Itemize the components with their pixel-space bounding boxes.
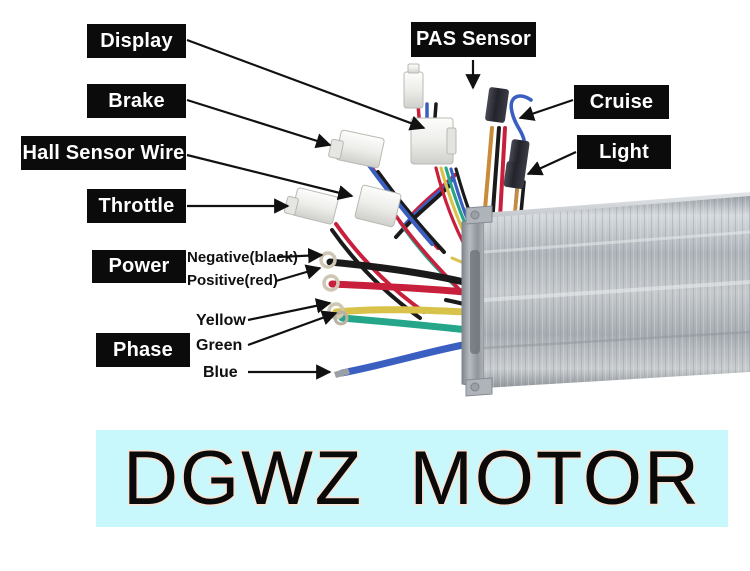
label-phase-text: Phase: [113, 338, 173, 361]
label-cruise-text: Cruise: [589, 90, 654, 113]
arrow-positive: [275, 264, 322, 283]
arrow-yellow: [247, 298, 332, 322]
arrow-green: [247, 310, 338, 347]
label-phase: Phase: [97, 334, 189, 366]
brand-banner: DGWZ MOTOR: [96, 430, 728, 527]
label-power: Power: [93, 251, 185, 282]
sublabel-yellow: Yellow: [196, 312, 246, 330]
label-pas-sensor: PAS Sensor: [412, 23, 535, 56]
arrow-display: [186, 38, 426, 131]
arrow-brake: [186, 98, 332, 149]
sublabel-blue-text: Blue: [203, 364, 238, 381]
label-hall-sensor-wire: Hall Sensor Wire: [22, 137, 185, 169]
label-brake: Brake: [88, 85, 185, 117]
label-light: Light: [578, 136, 670, 168]
label-throttle-text: Throttle: [98, 194, 175, 217]
label-cruise: Cruise: [575, 86, 668, 118]
label-display: Display: [88, 25, 185, 57]
sublabel-yellow-text: Yellow: [196, 312, 246, 329]
label-light-text: Light: [599, 140, 649, 163]
arrow-negative: [277, 247, 324, 264]
sublabel-positive-text: Positive(red): [187, 272, 278, 289]
sublabel-green: Green: [196, 337, 242, 355]
arrow-hall-sensor-wire: [186, 153, 354, 201]
label-hall-sensor-wire-text: Hall Sensor Wire: [22, 141, 185, 164]
label-display-text: Display: [100, 29, 173, 52]
sublabel-green-text: Green: [196, 337, 243, 354]
label-pas-sensor-text: PAS Sensor: [416, 28, 531, 50]
arrow-cruise: [518, 98, 574, 121]
sublabel-positive-red: Positive(red): [187, 272, 278, 289]
label-power-text: Power: [108, 255, 170, 277]
sublabel-negative-text: Negative(black): [187, 249, 298, 266]
arrow-light: [526, 151, 577, 176]
label-brake-text: Brake: [108, 89, 165, 112]
sublabel-blue: Blue: [203, 364, 238, 382]
brand-banner-text: DGWZ MOTOR: [122, 435, 701, 521]
label-throttle: Throttle: [88, 190, 185, 222]
sublabel-negative-black: Negative(black): [187, 249, 298, 266]
